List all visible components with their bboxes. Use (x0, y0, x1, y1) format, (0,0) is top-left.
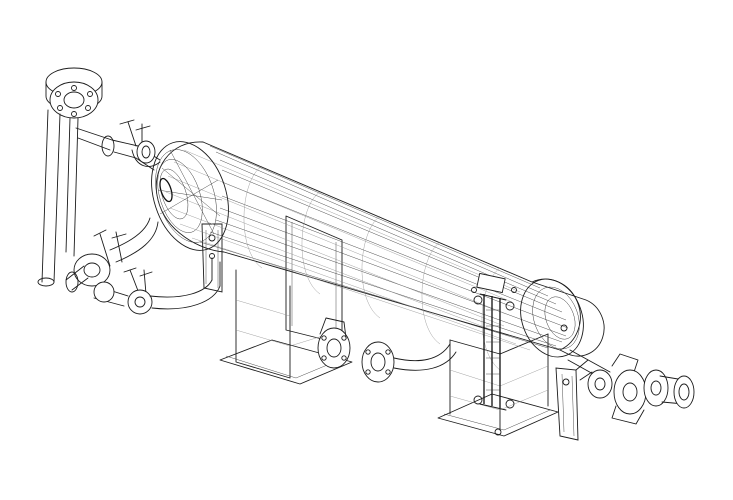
vessel-left-head (151, 141, 229, 251)
right-support-frame (437, 333, 559, 437)
bottom-flange-left (317, 317, 351, 369)
level-gauge-assembly (471, 272, 517, 411)
saddle-bracket-right (555, 367, 579, 441)
left-support-frame (219, 215, 353, 385)
top-flange (45, 67, 103, 119)
right-outlet-piping (567, 349, 695, 425)
bottom-flange-right (361, 341, 457, 383)
vertical-pipe-left (37, 109, 79, 287)
vessel-shell (155, 141, 605, 371)
vessel-right-head (520, 278, 584, 358)
lower-valve-cluster (65, 217, 159, 297)
gate-valve-top (119, 119, 161, 167)
bottom-branch-pipe (93, 257, 221, 315)
